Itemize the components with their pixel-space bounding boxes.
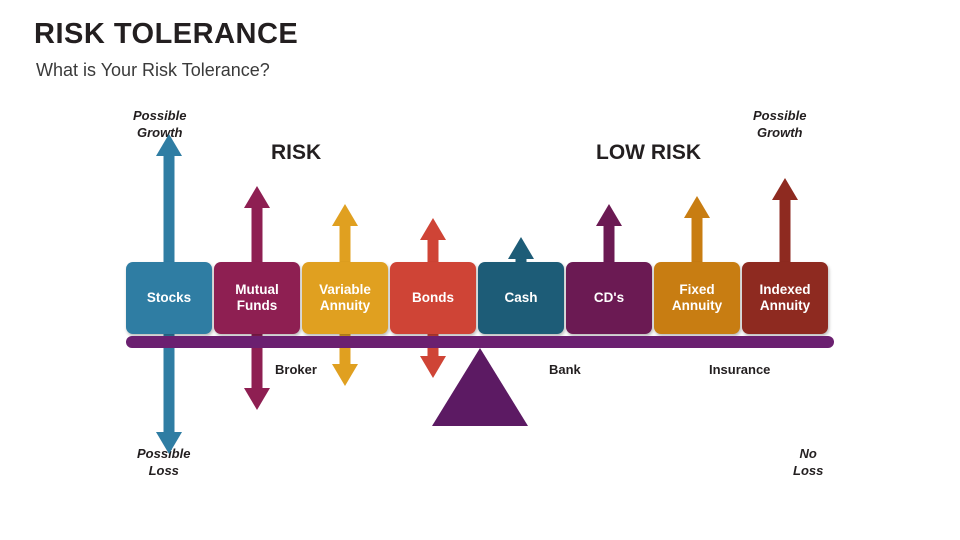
product-label-indexed-annuity: Indexed Annuity	[759, 281, 811, 313]
arrow-up-mutual-funds	[244, 186, 270, 268]
label-possible-growth-left: Possible Growth	[133, 108, 187, 140]
product-box-stocks[interactable]: Stocks	[126, 262, 212, 334]
page-subtitle: What is Your Risk Tolerance?	[36, 60, 270, 80]
balance-beam	[126, 336, 834, 348]
product-label-fixed-annuity: Fixed Annuity	[671, 281, 723, 313]
arrow-up-bonds	[420, 218, 446, 268]
product-box-mutual-funds[interactable]: Mutual Funds	[214, 262, 300, 334]
product-label-cds: CD's	[593, 289, 625, 305]
product-label-stocks: Stocks	[146, 289, 192, 305]
channel-label-insurance: Insurance	[709, 362, 771, 377]
fulcrum-triangle	[432, 348, 528, 426]
arrow-down-stocks	[156, 330, 182, 454]
product-box-indexed-annuity[interactable]: Indexed Annuity	[742, 262, 828, 334]
channel-label-broker: Broker	[275, 362, 317, 377]
channel-label-bank: Bank	[549, 362, 581, 377]
arrow-down-mutual-funds	[244, 330, 270, 410]
product-box-variable-annuity[interactable]: Variable Annuity	[302, 262, 388, 334]
section-header-risk: RISK	[271, 141, 322, 164]
product-box-cash[interactable]: Cash	[478, 262, 564, 334]
arrow-up-cds	[596, 204, 622, 268]
product-label-mutual-funds: Mutual Funds	[235, 281, 279, 313]
product-label-variable-annuity: Variable Annuity	[319, 281, 371, 313]
arrow-up-stocks	[156, 134, 182, 268]
arrow-down-variable-annuity	[332, 330, 358, 386]
product-label-bonds: Bonds	[412, 289, 454, 305]
section-header-low-risk: LOW RISK	[596, 141, 701, 164]
product-label-cash: Cash	[504, 289, 538, 305]
arrow-up-indexed-annuity	[772, 178, 798, 268]
product-box-fixed-annuity[interactable]: Fixed Annuity	[654, 262, 740, 334]
label-possible-loss: Possible Loss	[137, 446, 191, 478]
product-box-cds[interactable]: CD's	[566, 262, 652, 334]
label-possible-growth-right: Possible Growth	[753, 108, 807, 140]
arrow-up-variable-annuity	[332, 204, 358, 268]
page-title: RISK TOLERANCE	[34, 18, 299, 50]
product-box-bonds[interactable]: Bonds	[390, 262, 476, 334]
label-no-loss: No Loss	[793, 446, 824, 478]
arrow-up-fixed-annuity	[684, 196, 710, 268]
